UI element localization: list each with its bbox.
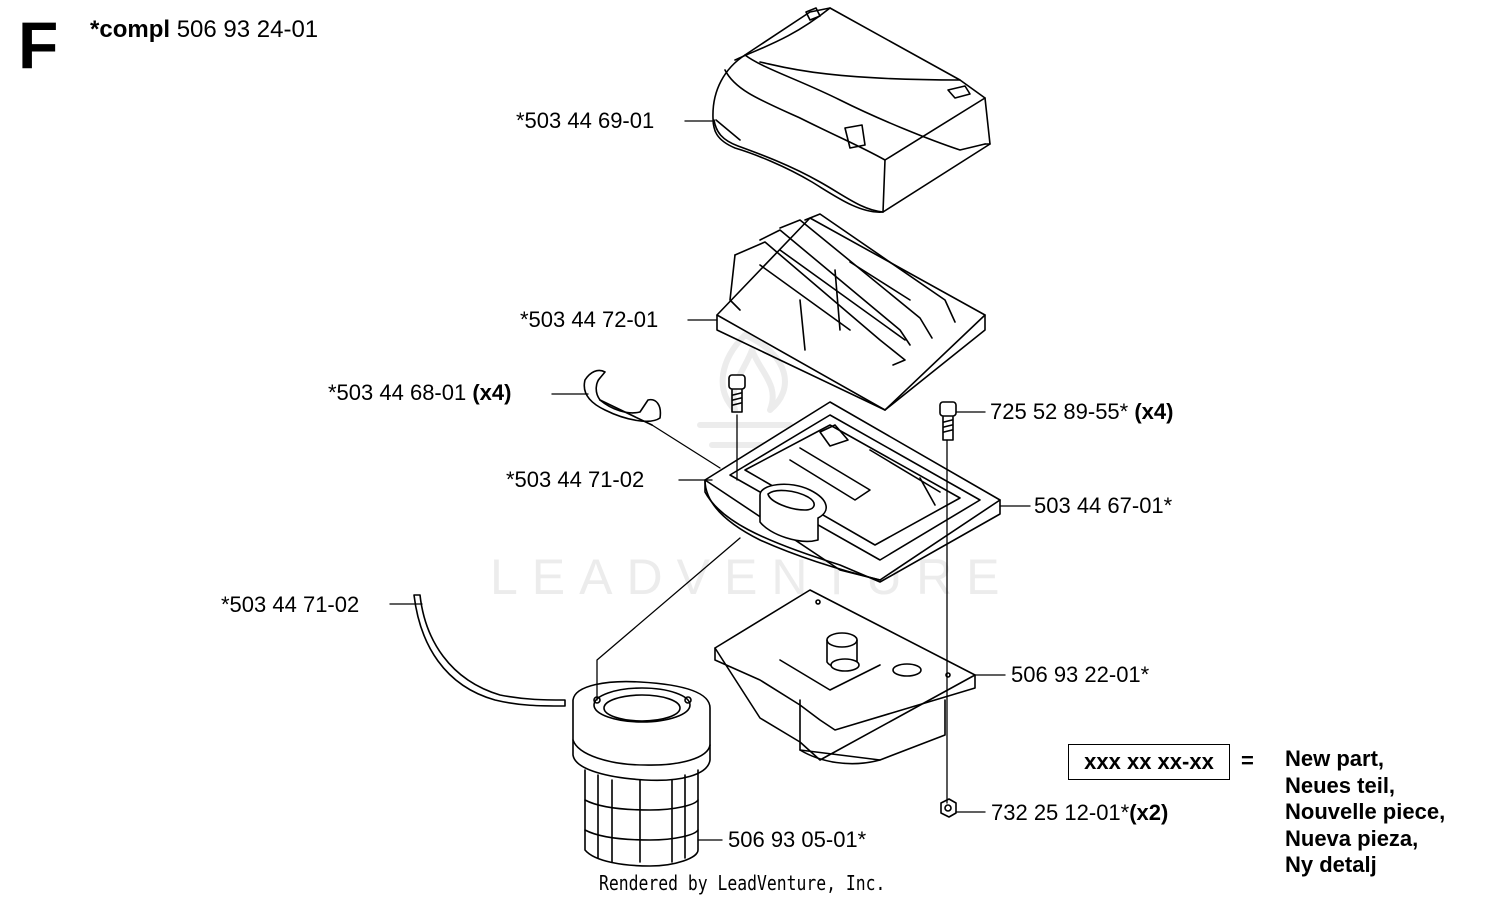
- part-number: *503 44 72-01: [520, 307, 659, 332]
- part-number: 732 25 12-01*: [991, 800, 1130, 825]
- retaining-clip: [583, 369, 662, 426]
- part-label-pleated-filter[interactable]: *503 44 72-01: [520, 307, 658, 333]
- filter-holder: [704, 401, 1001, 583]
- assembly-part-number: 506 93 24-01: [176, 16, 319, 43]
- part-label-bolt[interactable]: 725 52 89-55* (x4): [990, 399, 1173, 425]
- part-label-clip[interactable]: *503 44 68-01 (x4): [328, 380, 511, 406]
- footer-credit: Rendered by LeadVenture, Inc.: [599, 871, 886, 895]
- assembly-number: *compl 506 93 24-01: [90, 16, 318, 44]
- part-label-filter-holder[interactable]: 503 44 67-01*: [1034, 493, 1172, 519]
- part-number: 506 93 22-01*: [1011, 662, 1150, 687]
- part-number: *503 44 71-02: [221, 592, 360, 617]
- leader-lines: [389, 120, 1031, 841]
- legend-line: Ny detalj: [1285, 852, 1377, 877]
- assembly-prefix: *compl: [90, 16, 171, 43]
- part-quantity: (x4): [1134, 399, 1174, 424]
- hex-nut: [940, 798, 957, 818]
- legend-line: Nueva pieza,: [1285, 825, 1419, 851]
- filter-cover: [712, 7, 991, 213]
- part-number: *503 44 68-01: [328, 380, 467, 405]
- part-number: *503 44 69-01: [516, 108, 655, 133]
- part-label-seal-strip[interactable]: *503 44 71-02: [221, 592, 359, 618]
- watermark: LEADVENTURE: [490, 549, 1014, 605]
- part-quantity: (x4): [472, 380, 512, 405]
- part-label-filter-cover[interactable]: *503 44 69-01: [516, 108, 654, 134]
- part-number: 503 44 67-01*: [1034, 493, 1173, 518]
- legend-line: Nouvelle piece,: [1285, 799, 1446, 824]
- legend-line: Neues teil,: [1285, 772, 1396, 798]
- seal-strip: [413, 594, 566, 707]
- part-number: 725 52 89-55*: [990, 399, 1129, 424]
- section-letter: F: [18, 8, 59, 82]
- part-label-bracket[interactable]: 506 93 22-01*: [1011, 662, 1149, 688]
- part-number: *503 44 71-02: [506, 467, 645, 492]
- legend-symbol: xxx xx xx-xx: [1068, 744, 1230, 780]
- part-label-nut[interactable]: 732 25 12-01*(x2): [991, 800, 1168, 826]
- mounting-bracket: [714, 589, 976, 765]
- part-quantity: (x2): [1129, 800, 1169, 825]
- legend-line: New part,: [1285, 746, 1385, 771]
- pleated-filter: [716, 213, 986, 411]
- legend-text: New part, Neues teil, Nouvelle piece, Nu…: [1285, 746, 1445, 879]
- pre-filter: [572, 680, 711, 867]
- bolt-right: [939, 401, 957, 441]
- part-number: 506 93 05-01*: [728, 827, 867, 852]
- bolt-left: [728, 374, 746, 413]
- legend-equals: =: [1241, 748, 1254, 773]
- watermark-logo: [697, 332, 793, 448]
- part-label-pre-filter[interactable]: 506 93 05-01*: [728, 827, 866, 853]
- part-label-gasket[interactable]: *503 44 71-02: [506, 467, 644, 493]
